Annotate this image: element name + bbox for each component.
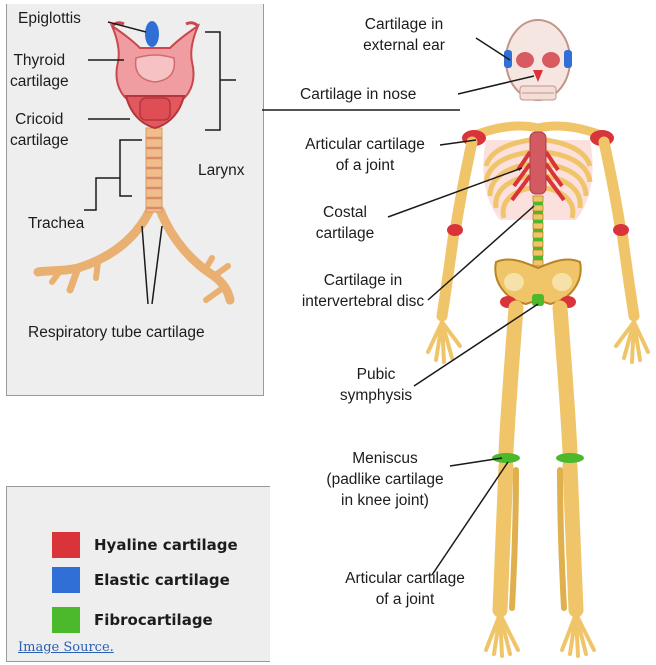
legend-item-elastic: Elastic cartilage [52,567,230,593]
label-larynx: Larynx [198,160,245,181]
legend-item-hyaline: Hyaline cartilage [52,532,238,558]
legend-label-fibro: Fibrocartilage [94,611,213,629]
image-source-link[interactable]: Image Source. [18,640,114,655]
legend-label-hyaline: Hyaline cartilage [94,536,238,554]
skeleton-illustration [428,20,648,656]
label-trachea: Trachea [28,213,84,234]
label-epiglottis: Epiglottis [18,8,81,29]
label-nose-cartilage: Cartilage in nose [300,84,416,105]
legend-label-elastic: Elastic cartilage [94,571,230,589]
legend-item-fibro: Fibrocartilage [52,607,213,633]
fibro-swatch [52,607,80,633]
hyaline-swatch [52,532,80,558]
elastic-swatch [52,567,80,593]
label-respiratory-tube-cartilage: Respiratory tube cartilage [28,322,205,343]
